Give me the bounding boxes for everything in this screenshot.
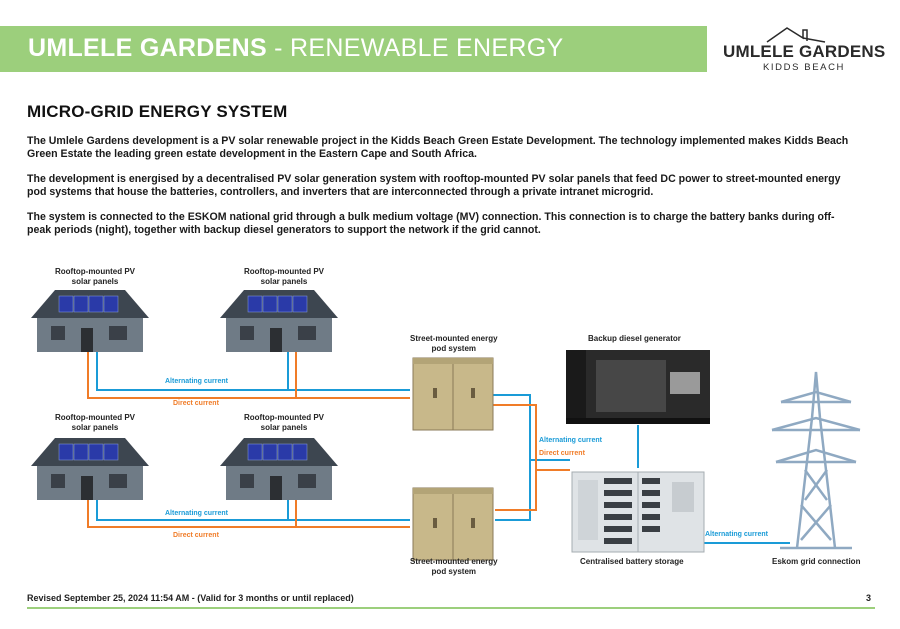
wire-label-dc-top: Direct current (173, 400, 219, 407)
wire-label-ac-bottom: Alternating current (165, 510, 229, 517)
page-title: UMLELE GARDENS - RENEWABLE ENERGY (28, 34, 564, 62)
generator-label: Backup diesel generator (588, 334, 681, 343)
wire-label-ac-top: Alternating current (165, 378, 229, 385)
house-bottom-left (30, 437, 150, 501)
page-number: 3 (866, 593, 872, 603)
eskom-pylon-icon (771, 371, 861, 550)
house-label-bottom-left: Rooftop-mounted PV solar panels (55, 413, 135, 432)
footer-divider (27, 607, 875, 609)
top-ac-wire (96, 350, 410, 391)
bottom-ac-wire (96, 498, 410, 521)
section-heading: MICRO-GRID ENERGY SYSTEM (27, 102, 288, 121)
wire-label-ac-battery: Alternating current (539, 437, 603, 444)
header-banner: UMLELE GARDENS - RENEWABLE ENERGY (0, 26, 707, 72)
energy-paragraph: The development is energised by a decent… (27, 173, 841, 199)
top-dc-wire (87, 350, 410, 399)
bottom-dc-wire (87, 498, 410, 528)
logo-subtitle: KIDDS BEACH (763, 62, 846, 73)
energy-pod-top (412, 357, 494, 431)
house-top-right (219, 289, 339, 353)
house-roof-icon (766, 27, 826, 43)
revision-note: Revised September 25, 2024 11:54 AM - (V… (27, 593, 354, 603)
pod-label-top: Street-mounted energy pod system (410, 334, 498, 353)
wire-label-dc-battery: Direct current (539, 450, 585, 457)
logo-name: UMLELE GARDENS (723, 42, 886, 61)
battery-storage-cabinet (571, 471, 705, 553)
energy-pod-bottom (412, 487, 494, 561)
diesel-generator (566, 350, 710, 424)
grid-paragraph: The system is connected to the ESKOM nat… (27, 211, 835, 237)
house-label-bottom-right: Rooftop-mounted PV solar panels (244, 413, 324, 432)
wire-label-dc-bottom: Direct current (173, 532, 219, 539)
battery-label: Centralised battery storage (580, 557, 684, 566)
house-label-top-left: Rooftop-mounted PV solar panels (55, 267, 135, 286)
house-top-left (30, 289, 150, 353)
grid-label: Eskom grid connection (772, 557, 861, 566)
house-label-top-right: Rooftop-mounted PV solar panels (244, 267, 324, 286)
umlele-gardens-logo: UMLELE GARDENS KIDDS BEACH (715, 24, 887, 76)
house-bottom-right (219, 437, 339, 501)
wire-label-ac-grid: Alternating current (705, 531, 769, 538)
pod-battery-dc-wire (493, 404, 570, 511)
intro-paragraph: The Umlele Gardens development is a PV s… (27, 135, 849, 161)
pod-battery-ac-wire (493, 394, 570, 521)
pod-label-bottom: Street-mounted energy pod system (410, 557, 498, 576)
